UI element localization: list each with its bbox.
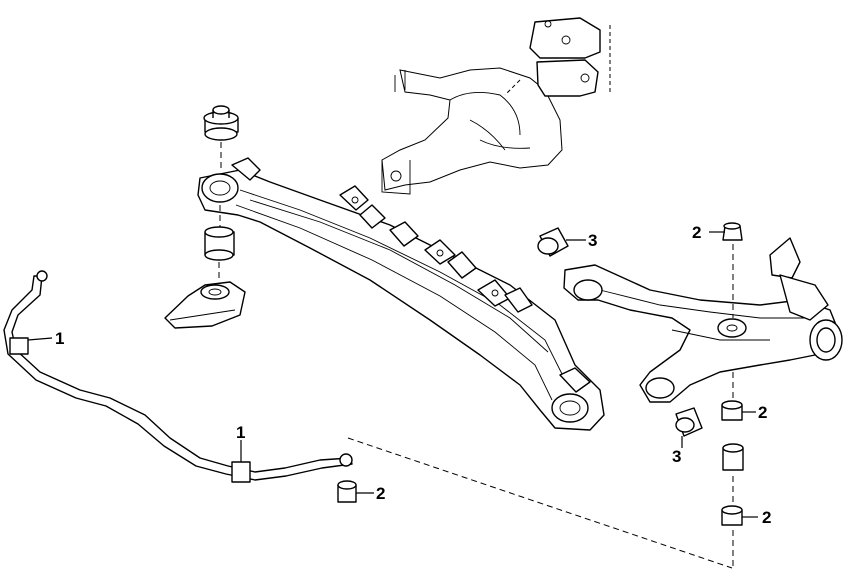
callout-arm-bushing-upper: 3 <box>566 231 597 250</box>
callout-number: 2 <box>376 484 385 503</box>
bar-bushing-left-shape <box>9 337 29 355</box>
suspension-crossmember <box>197 157 605 431</box>
callout-arm-bushing-lower: 3 <box>672 436 683 466</box>
assembly-line <box>347 437 733 569</box>
callout-stabilizer-bushing-left: 1 <box>27 329 64 348</box>
upper-nut <box>722 222 743 318</box>
stabilizer-bar <box>3 270 353 483</box>
callout-number: 2 <box>692 223 701 242</box>
arm-bushing-lower <box>675 407 703 437</box>
callout-number: 1 <box>55 329 64 348</box>
callout-lower-nut: 2 <box>742 508 771 527</box>
callout-stabilizer-bushing-center: 1 <box>236 423 245 462</box>
callout-number: 3 <box>588 231 597 250</box>
crossmember-mount-bushing <box>164 205 246 329</box>
callout-number: 2 <box>762 508 771 527</box>
callout-number: 1 <box>236 423 245 442</box>
spacer-collar <box>722 443 744 505</box>
arm-bushing-upper <box>537 227 569 257</box>
rear-mount-bracket <box>504 17 611 97</box>
callout-link-nut: 2 <box>356 484 385 503</box>
differential-housing <box>381 67 563 195</box>
lower-control-arm <box>563 237 843 403</box>
lower-nut <box>721 505 743 568</box>
link-nut <box>337 480 357 503</box>
callout-arm-nut: 2 <box>742 403 767 422</box>
callout-number: 2 <box>758 403 767 422</box>
arm-nut <box>721 372 743 421</box>
upper-mount-insulator <box>203 105 239 168</box>
callout-number: 3 <box>672 447 681 466</box>
callout-upper-nut: 2 <box>692 223 725 242</box>
bar-bushing-center-shape <box>231 461 251 483</box>
